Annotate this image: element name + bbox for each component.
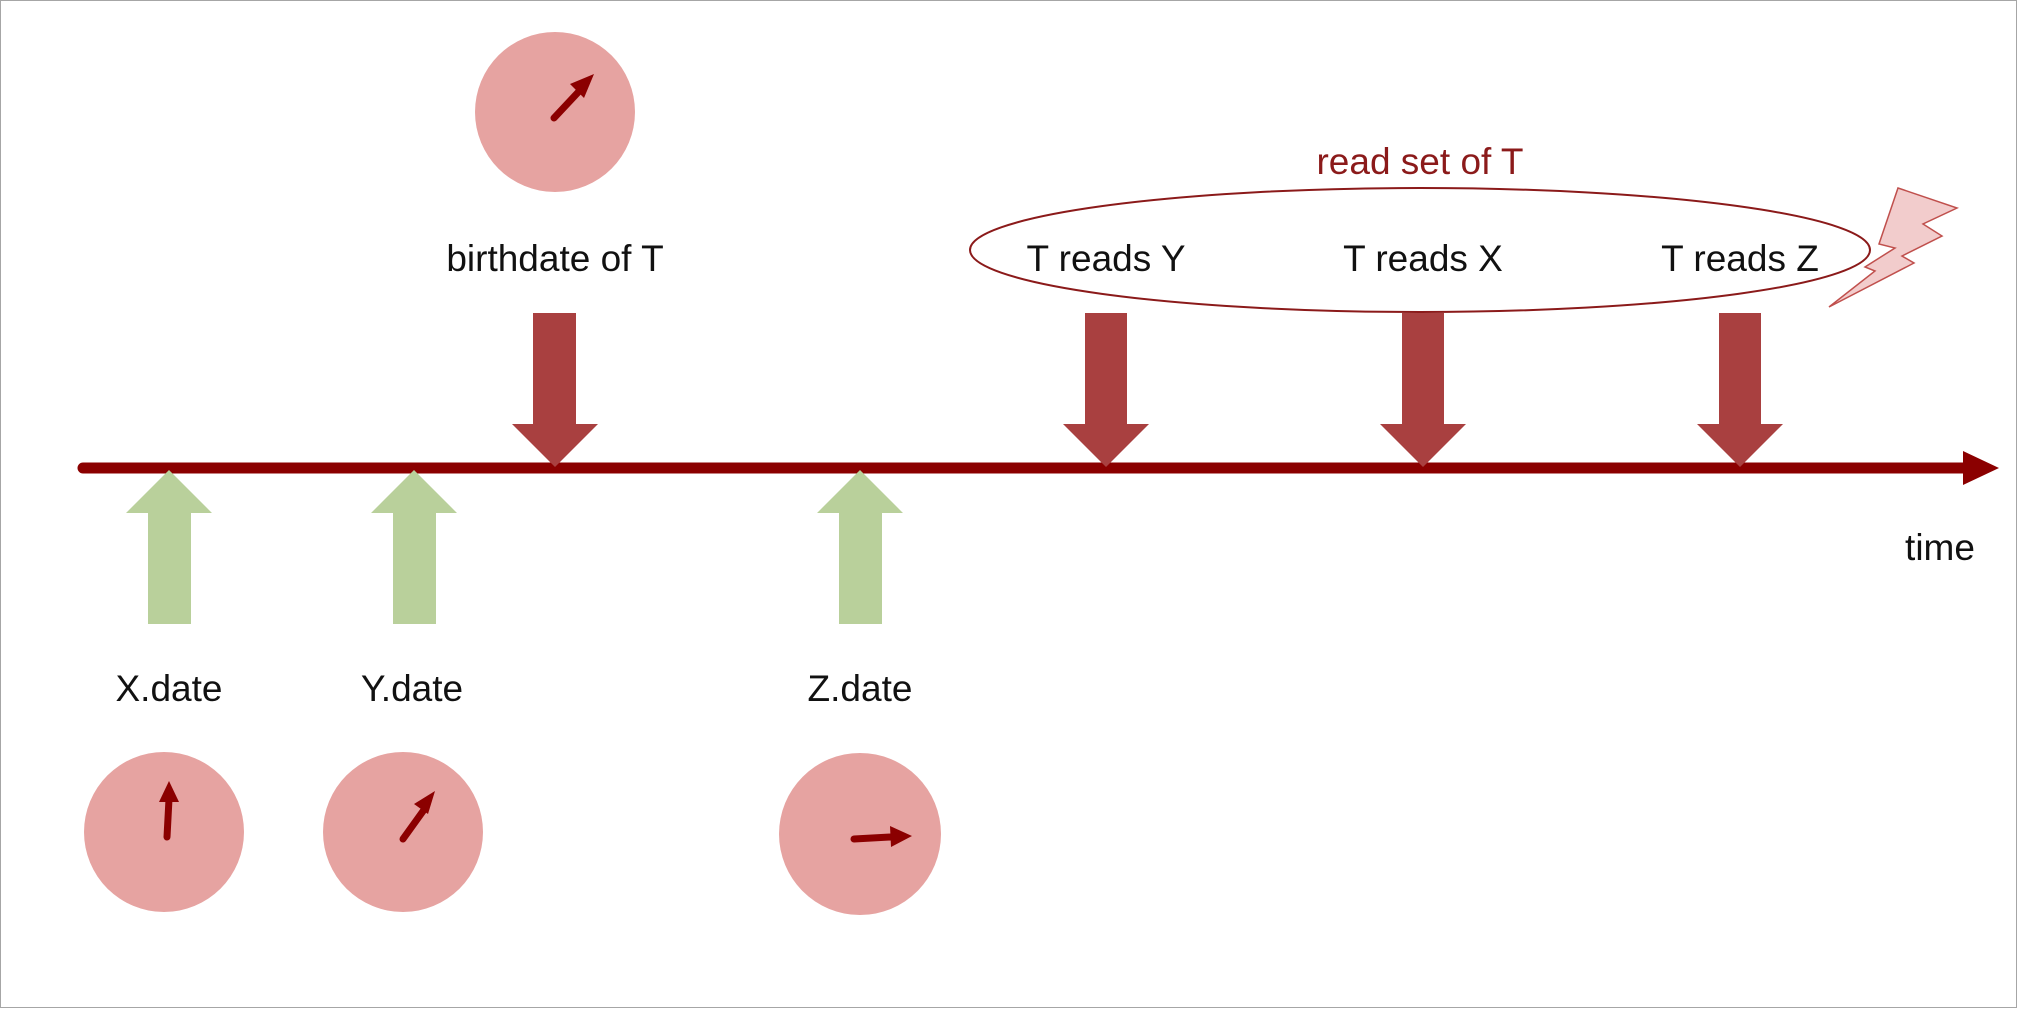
y-date-clock-icon bbox=[323, 752, 483, 912]
z-date-clock-icon bbox=[779, 753, 941, 915]
y-date-up-arrow bbox=[371, 470, 457, 624]
read-z-down-arrow bbox=[1697, 313, 1783, 467]
birthdate-clock-icon bbox=[475, 32, 635, 192]
read-set-ellipse bbox=[969, 187, 1871, 313]
read-label-y: T reads Y bbox=[1026, 238, 1185, 279]
read-x-down-arrow bbox=[1380, 313, 1466, 467]
z-date-up-arrow bbox=[817, 470, 903, 624]
y-date-label: Y.date bbox=[361, 668, 463, 709]
read-label-x: T reads X bbox=[1343, 238, 1503, 279]
z-date-label: Z.date bbox=[808, 668, 913, 709]
axis-label: time bbox=[1905, 527, 1975, 568]
timeline-arrowhead bbox=[1963, 451, 1999, 485]
x-date-clock-icon bbox=[84, 752, 244, 912]
birthdate-down-arrow bbox=[512, 313, 598, 467]
read-label-z: T reads Z bbox=[1661, 238, 1819, 279]
birthdate-label: birthdate of T bbox=[446, 238, 663, 279]
read-y-down-arrow bbox=[1063, 313, 1149, 467]
read-set-label: read set of T bbox=[1316, 141, 1523, 182]
lightning-icon bbox=[1828, 187, 1960, 308]
x-date-label: X.date bbox=[116, 668, 223, 709]
x-date-up-arrow bbox=[126, 470, 212, 624]
